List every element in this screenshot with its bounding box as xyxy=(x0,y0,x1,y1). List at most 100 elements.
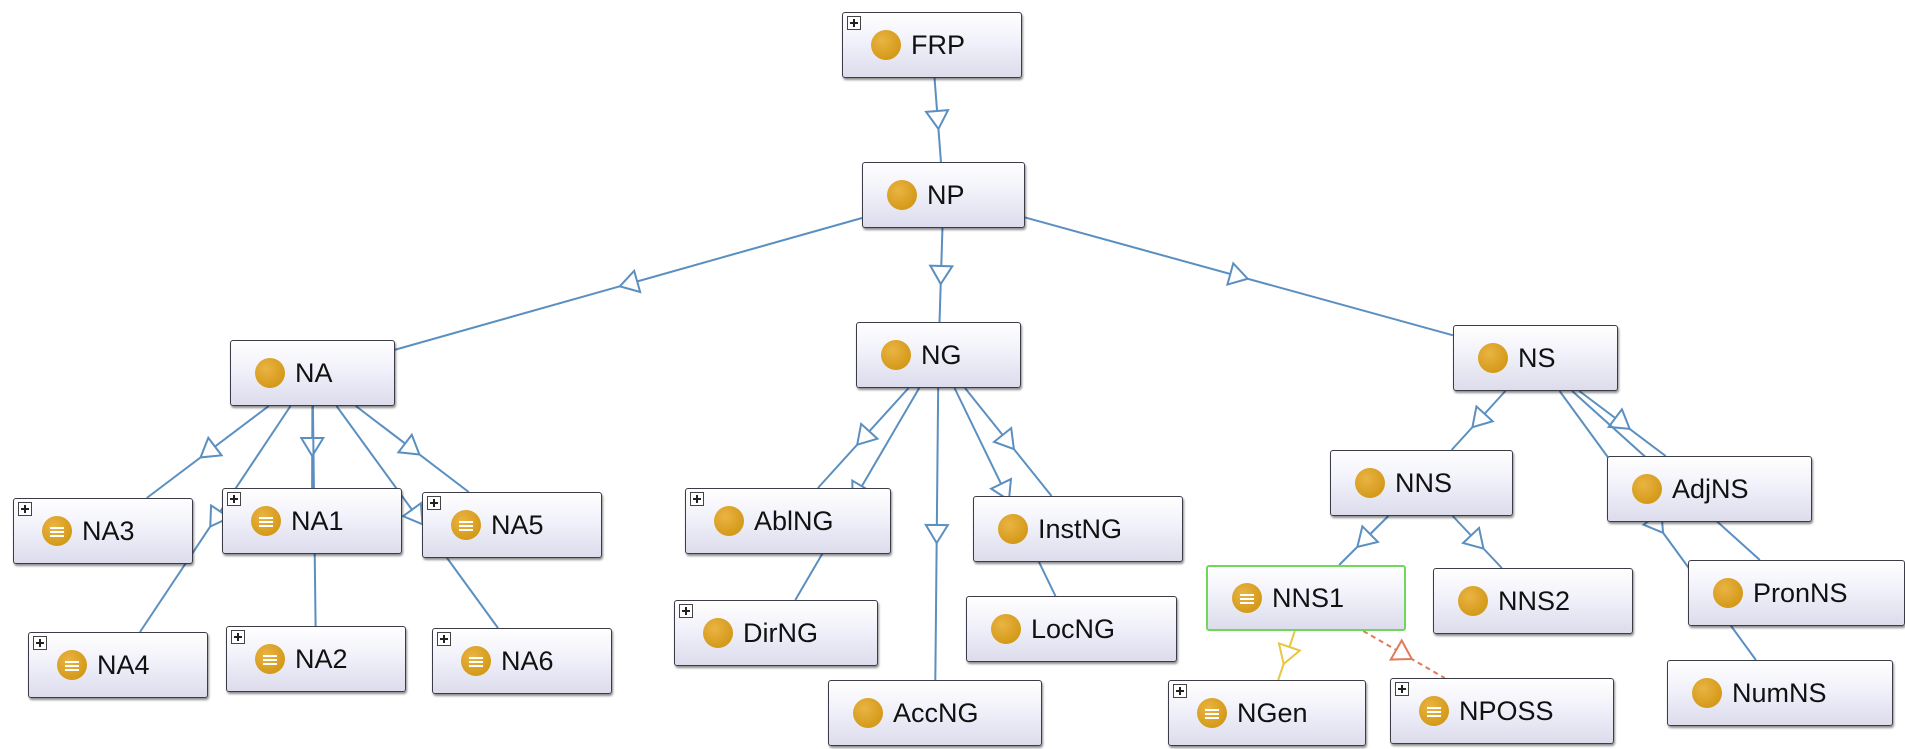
node-label: NA xyxy=(295,357,333,388)
expand-icon[interactable] xyxy=(437,632,451,646)
node-label: PronNS xyxy=(1753,577,1848,608)
class-icon xyxy=(714,506,744,536)
node-label: NA3 xyxy=(82,515,135,546)
defined-class-icon xyxy=(57,650,87,680)
node-label: NS xyxy=(1518,342,1556,373)
class-node-na4[interactable]: NA4 xyxy=(28,632,208,698)
class-node-na2[interactable]: NA2 xyxy=(226,626,406,692)
arrowhead-icon xyxy=(855,422,880,447)
class-node-ng[interactable]: NG xyxy=(856,322,1021,388)
expand-icon[interactable] xyxy=(1395,682,1409,696)
expand-icon[interactable] xyxy=(427,496,441,510)
class-node-na1[interactable]: NA1 xyxy=(222,488,402,554)
arrowhead-icon xyxy=(989,477,1013,502)
edge-nns1-ngen xyxy=(1277,630,1302,681)
expand-icon[interactable] xyxy=(847,16,861,30)
class-node-frp[interactable]: FRP xyxy=(842,12,1022,78)
node-label: NPOSS xyxy=(1459,695,1554,726)
node-label: NNS xyxy=(1395,467,1453,498)
class-icon xyxy=(1355,468,1385,498)
edge-ng-ablng xyxy=(817,387,910,489)
arrowhead-icon xyxy=(299,436,326,458)
node-label: DirNG xyxy=(743,617,818,648)
class-node-accng[interactable]: AccNG xyxy=(828,680,1042,746)
class-node-ablng[interactable]: AblNG xyxy=(685,488,891,554)
defined-class-icon xyxy=(461,646,491,676)
edge-np-ng xyxy=(928,227,955,323)
class-node-np[interactable]: NP xyxy=(862,162,1025,228)
node-label: NA1 xyxy=(291,505,344,536)
node-label: NA5 xyxy=(491,509,544,540)
node-label: FRP xyxy=(911,29,965,60)
defined-class-icon xyxy=(451,510,481,540)
expand-icon[interactable] xyxy=(1173,684,1187,698)
defined-class-icon xyxy=(1232,583,1262,613)
expand-icon[interactable] xyxy=(231,630,245,644)
defined-class-icon xyxy=(255,644,285,674)
class-node-adjns[interactable]: AdjNS xyxy=(1607,456,1812,522)
edge-np-na xyxy=(394,217,863,351)
class-icon xyxy=(1632,474,1662,504)
expand-icon[interactable] xyxy=(679,604,693,618)
defined-class-icon xyxy=(1419,696,1449,726)
node-label: LocNG xyxy=(1031,613,1116,644)
edge-np-ns xyxy=(1024,216,1454,337)
class-node-na3[interactable]: NA3 xyxy=(13,498,193,564)
defined-class-icon xyxy=(42,516,72,546)
edge-na-na6 xyxy=(335,405,499,629)
class-node-nns[interactable]: NNS xyxy=(1330,450,1513,516)
expand-icon[interactable] xyxy=(227,492,241,506)
node-label: NNS2 xyxy=(1498,585,1571,616)
class-icon xyxy=(853,698,883,728)
arrowhead-icon xyxy=(401,501,424,526)
class-icon xyxy=(1478,343,1508,373)
class-icon xyxy=(871,30,901,60)
arrowhead-icon xyxy=(1471,404,1495,429)
class-node-na[interactable]: NA xyxy=(230,340,395,406)
class-icon xyxy=(1458,586,1488,616)
arrowhead-icon xyxy=(1388,638,1414,661)
expand-icon[interactable] xyxy=(18,502,32,516)
node-label: AccNG xyxy=(893,697,979,728)
class-node-nns1[interactable]: NNS1 xyxy=(1206,565,1406,631)
arrowhead-icon xyxy=(992,426,1016,451)
class-icon xyxy=(703,618,733,648)
class-node-nns2[interactable]: NNS2 xyxy=(1433,568,1633,634)
class-node-ns[interactable]: NS xyxy=(1453,325,1618,391)
edge-ns-adjns xyxy=(1578,390,1667,457)
defined-class-icon xyxy=(251,506,281,536)
class-node-instng[interactable]: InstNG xyxy=(973,496,1183,562)
arrowhead-icon xyxy=(617,268,642,294)
class-icon xyxy=(1713,578,1743,608)
edge-ns-nns xyxy=(1450,390,1507,451)
node-label: AblNG xyxy=(754,505,834,536)
edge-nns-nns1 xyxy=(1338,515,1390,566)
class-node-numns[interactable]: NumNS xyxy=(1667,660,1893,726)
node-label: AdjNS xyxy=(1672,473,1749,504)
class-node-ngen[interactable]: NGen xyxy=(1168,680,1366,746)
class-node-locng[interactable]: LocNG xyxy=(966,596,1177,662)
node-label: NGen xyxy=(1237,697,1308,728)
class-node-dirng[interactable]: DirNG xyxy=(674,600,878,666)
class-node-na6[interactable]: NA6 xyxy=(432,628,612,694)
edge-nns-nns2 xyxy=(1451,515,1503,569)
class-node-pronns[interactable]: PronNS xyxy=(1688,560,1905,626)
node-label: NA6 xyxy=(501,645,554,676)
arrowhead-icon xyxy=(1225,261,1250,287)
expand-icon[interactable] xyxy=(690,492,704,506)
node-label: NA2 xyxy=(295,643,348,674)
class-node-na5[interactable]: NA5 xyxy=(422,492,602,558)
node-label: NG xyxy=(921,339,962,370)
edge-ng-instng xyxy=(964,387,1053,497)
arrowhead-icon xyxy=(199,435,224,459)
node-label: NumNS xyxy=(1732,677,1827,708)
expand-icon[interactable] xyxy=(33,636,47,650)
edge-na-na3 xyxy=(146,405,270,499)
arrowhead-icon xyxy=(1606,407,1632,431)
arrowhead-icon xyxy=(396,432,421,456)
arrowhead-icon xyxy=(1461,525,1485,550)
class-node-nposs[interactable]: NPOSS xyxy=(1390,678,1614,744)
arrowhead-icon xyxy=(928,264,955,286)
class-icon xyxy=(881,340,911,370)
